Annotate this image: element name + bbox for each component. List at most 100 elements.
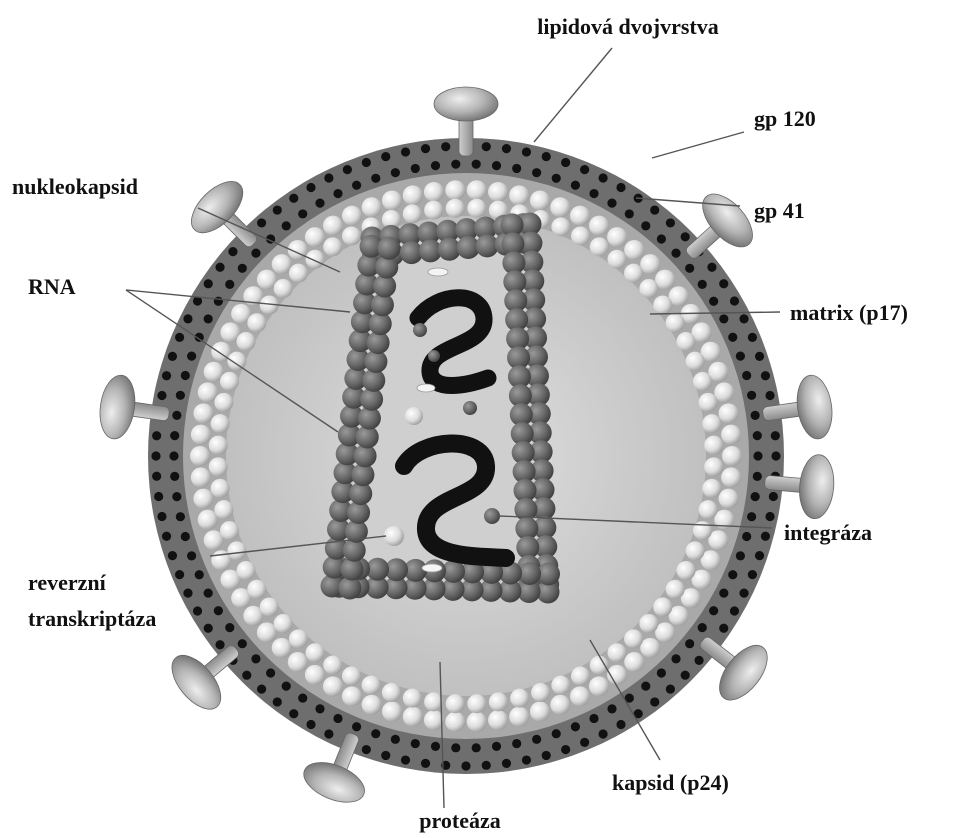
- membrane-dot: [607, 199, 616, 208]
- membrane-dot: [195, 570, 204, 579]
- matrix-bead: [721, 425, 741, 445]
- matrix-bead: [289, 629, 308, 648]
- membrane-dot: [616, 720, 625, 729]
- membrane-dot: [306, 183, 315, 192]
- matrix-bead: [424, 182, 444, 202]
- membrane-dot: [748, 570, 757, 579]
- membrane-dot: [157, 512, 166, 521]
- matrix-bead: [607, 227, 627, 247]
- membrane-dot: [315, 199, 324, 208]
- membrane-dot: [238, 639, 247, 648]
- membrane-dot: [650, 697, 659, 706]
- membrane-dot: [707, 263, 716, 272]
- membrane-dot: [532, 168, 541, 177]
- membrane-dot: [175, 333, 184, 342]
- membrane-dot: [289, 709, 298, 718]
- matrix-bead: [676, 561, 695, 580]
- membrane-dot: [666, 684, 675, 693]
- membrane-dot: [512, 164, 521, 173]
- membrane-dot: [736, 352, 745, 361]
- matrix-bead: [719, 489, 739, 509]
- membrane-dot: [371, 729, 380, 738]
- matrix-bead: [445, 712, 465, 732]
- membrane-dot: [751, 492, 760, 501]
- membrane-dot: [176, 512, 185, 521]
- membrane-dot: [170, 431, 179, 440]
- membrane-dot: [561, 745, 570, 754]
- membrane-dot: [753, 472, 762, 481]
- membrane-dot: [482, 761, 491, 770]
- membrane-dot: [589, 189, 598, 198]
- matrix-bead: [403, 707, 423, 727]
- matrix-bead: [666, 580, 685, 599]
- matrix-bead: [639, 279, 658, 298]
- matrix-bead: [624, 652, 644, 672]
- label-nucleocapsid: nukleokapsid: [12, 174, 138, 199]
- membrane-dot: [183, 314, 192, 323]
- matrix-bead: [214, 500, 233, 519]
- membrane-dot: [571, 181, 580, 190]
- matrix-bead: [403, 185, 423, 205]
- gp120-head: [434, 87, 498, 121]
- membrane-dot: [650, 205, 659, 214]
- membrane-dot: [761, 371, 770, 380]
- membrane-dot: [552, 174, 561, 183]
- matrix-bead: [323, 237, 342, 256]
- membrane-dot: [204, 588, 213, 597]
- membrane-dot: [289, 194, 298, 203]
- membrane-dot: [753, 451, 762, 460]
- matrix-bead: [702, 479, 721, 498]
- membrane-dot: [204, 314, 213, 323]
- membrane-dot: [175, 570, 184, 579]
- membrane-dot: [542, 152, 551, 161]
- matrix-bead: [342, 666, 361, 685]
- membrane-dot: [172, 411, 181, 420]
- matrix-bead: [676, 332, 695, 351]
- matrix-bead: [382, 191, 402, 211]
- membrane-dot: [607, 704, 616, 713]
- membrane-dot: [371, 174, 380, 183]
- membrane-dot: [421, 144, 430, 153]
- gp120-head: [797, 453, 836, 520]
- membrane-dot: [742, 532, 751, 541]
- membrane-dot: [730, 296, 739, 305]
- matrix-bead: [570, 686, 590, 706]
- matrix-bead: [607, 643, 626, 662]
- matrix-bead: [704, 436, 723, 455]
- matrix-bead: [342, 206, 362, 226]
- protease-molecule: [428, 268, 448, 276]
- membrane-dot: [761, 532, 770, 541]
- membrane-dot: [472, 160, 481, 169]
- matrix-bead: [190, 446, 210, 466]
- membrane-dot: [352, 722, 361, 731]
- matrix-bead: [640, 638, 660, 658]
- matrix-bead: [509, 707, 529, 727]
- membrane-dot: [482, 142, 491, 151]
- label-gp41: gp 41: [754, 198, 805, 223]
- matrix-bead: [551, 676, 570, 695]
- membrane-dot: [736, 551, 745, 560]
- membrane-dot: [257, 218, 266, 227]
- gp120-head: [96, 373, 139, 441]
- matrix-bead: [704, 457, 723, 476]
- matrix-bead: [362, 676, 381, 695]
- membrane-dot: [168, 551, 177, 560]
- matrix-bead: [191, 467, 211, 487]
- integrase-molecule: [484, 508, 500, 524]
- membrane-dot: [181, 532, 190, 541]
- matrix-bead: [699, 500, 718, 519]
- membrane-dot: [157, 391, 166, 400]
- matrix-bead: [589, 676, 609, 696]
- membrane-dot: [492, 161, 501, 170]
- matrix-bead: [382, 701, 402, 721]
- membrane-dot: [472, 743, 481, 752]
- membrane-dot: [411, 164, 420, 173]
- matrix-bead: [247, 313, 266, 332]
- label-capsid: kapsid (p24): [612, 770, 729, 795]
- membrane-dot: [401, 755, 410, 764]
- matrix-bead: [323, 676, 343, 696]
- matrix-bead: [306, 643, 325, 662]
- integrase-molecule: [428, 350, 440, 362]
- membrane-dot: [625, 209, 634, 218]
